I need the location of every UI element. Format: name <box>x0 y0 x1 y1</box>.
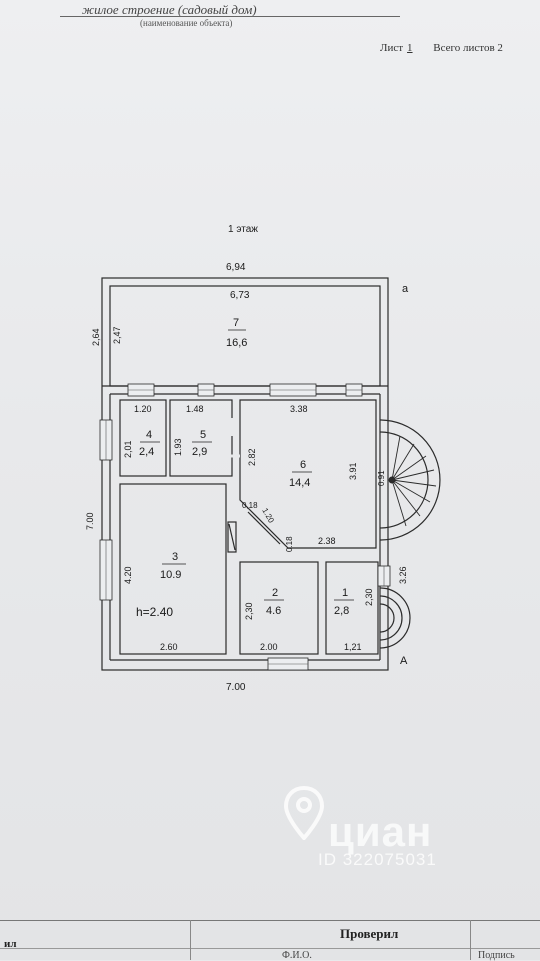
dim-r6-left: 2.82 <box>247 448 257 466</box>
porch-bay <box>379 587 411 649</box>
room-1-outline <box>325 561 379 655</box>
dim-r1-height: 2,30 <box>364 588 374 606</box>
watermark-listing-id: ID 322075031 <box>318 850 437 869</box>
total-sheets: Всего листов 2 <box>433 42 503 54</box>
dim-r3-width: 2.60 <box>160 642 178 652</box>
stair-steps <box>388 435 437 527</box>
room-7-area: 16,6 <box>226 337 247 349</box>
room-3-outline <box>119 483 227 655</box>
room-3-number: 3 <box>172 551 178 563</box>
dim-left-outer: 2,64 <box>91 328 101 346</box>
dim-r6-width: 3.38 <box>290 404 308 414</box>
room-6-number: 6 <box>300 459 306 471</box>
room-5-area: 2,9 <box>192 446 207 458</box>
dim-018b: 0.18 <box>285 536 294 552</box>
room-1-number: 1 <box>342 587 348 599</box>
dim-r6-right: 3.91 <box>348 462 358 480</box>
dim-bottom: 7.00 <box>226 682 246 693</box>
room-4-number: 4 <box>146 429 152 441</box>
room-6-outline <box>239 399 377 549</box>
room-4-area: 2,4 <box>139 446 154 458</box>
room-5-outline <box>169 399 233 477</box>
dim-top-outer: 6,94 <box>226 262 246 273</box>
signature-label: Подпись <box>478 950 515 961</box>
dim-r5-width: 1.48 <box>186 404 204 414</box>
dim-r3-height: 4.20 <box>123 566 133 584</box>
stamp-table <box>0 920 540 961</box>
dim-r5-height: 1.93 <box>173 438 183 456</box>
fio-label: Ф.И.О. <box>282 950 312 961</box>
dim-r1-width: 1,21 <box>344 642 362 652</box>
room-3-area: 10.9 <box>160 569 181 581</box>
sheet-label: Лист <box>380 42 404 54</box>
room-7-outline <box>109 285 381 387</box>
dim-r2-width: 2.00 <box>260 642 278 652</box>
location-pin-icon <box>284 786 324 840</box>
room-5-number: 5 <box>200 429 206 441</box>
room-2-area: 4.6 <box>266 605 281 617</box>
dim-r4-width: 1.20 <box>134 404 152 414</box>
axis-a-lower: а <box>402 283 409 295</box>
stamp-left-label: ил <box>4 938 17 950</box>
windows <box>99 383 391 671</box>
dim-top-inner: 6,73 <box>230 290 250 301</box>
stair-bay <box>379 419 441 541</box>
dim-left-inner: 2,47 <box>112 326 122 344</box>
object-caption: (наименование объекта) <box>140 18 233 28</box>
object-title: жилое строение (садовый дом) <box>82 2 257 17</box>
dim-stair: 0.91 <box>377 470 386 486</box>
dim-r2-height: 2,30 <box>244 602 254 620</box>
room-2-outline <box>239 561 319 655</box>
floor-title: 1 этаж <box>228 224 258 235</box>
dim-r6-bottom: 2.38 <box>318 536 336 546</box>
room-7-number: 7 <box>233 317 239 329</box>
title-underline <box>60 16 400 17</box>
dim-018a: 0,18 <box>242 501 258 510</box>
outer-wall <box>101 277 389 671</box>
sheet-number: 1 <box>407 42 413 54</box>
room-6-area: 14,4 <box>289 477 310 489</box>
axis-a-upper: А <box>400 655 408 667</box>
height-note: h=2.40 <box>136 605 173 619</box>
room-4-outline <box>119 399 167 477</box>
room-1-area: 2,8 <box>334 605 349 617</box>
dim-left-total: 7.00 <box>85 512 95 530</box>
room-2-number: 2 <box>272 587 278 599</box>
checked-by-label: Проверил <box>340 926 399 941</box>
dim-porch: 3.26 <box>398 566 408 584</box>
watermark-brand: циан <box>328 808 433 855</box>
dim-r4-height: 2,01 <box>123 440 133 458</box>
